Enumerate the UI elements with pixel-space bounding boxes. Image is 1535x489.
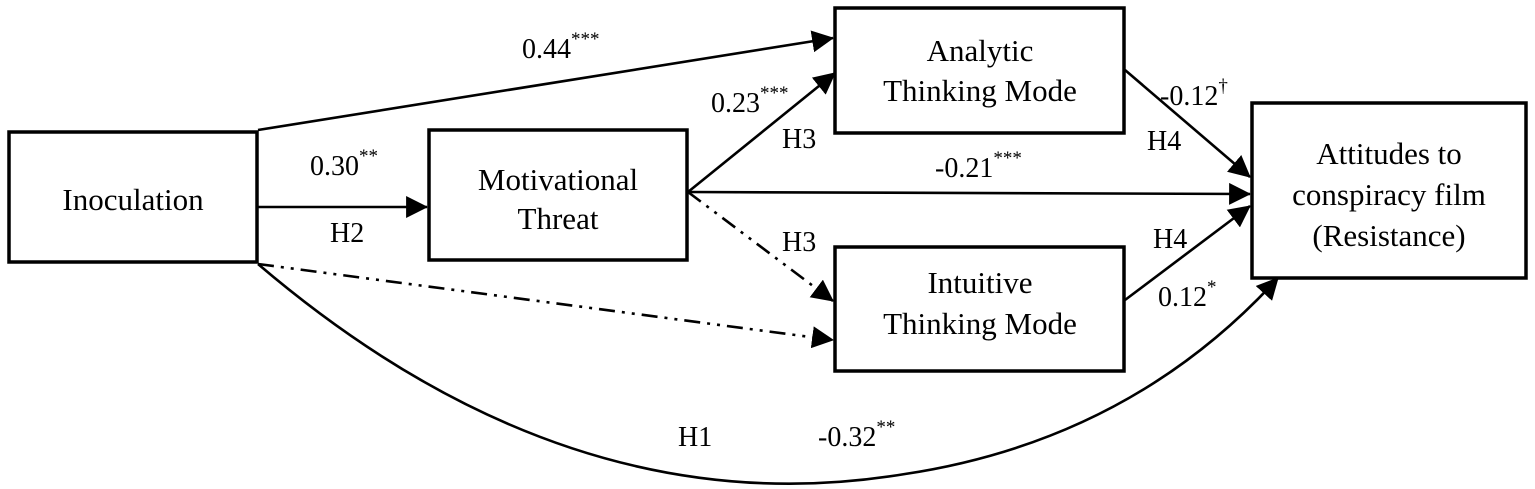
edge-inoculation-to-intuitive <box>257 262 835 349</box>
node-inoculation: Inoculation <box>7 130 259 264</box>
edges <box>257 30 1279 485</box>
node-motivational-threat-line1: Motivational <box>478 162 638 197</box>
coef-threat-analytic: 0.23*** <box>711 83 789 119</box>
node-intuitive-line2: Thinking Mode <box>883 306 1077 341</box>
node-motivational-threat-line2: Threat <box>518 201 599 236</box>
node-inoculation-label: Inoculation <box>62 182 204 217</box>
edge-inoculation-to-analytic <box>257 30 835 132</box>
node-analytic-thinking: Analytic Thinking Mode <box>833 6 1126 135</box>
node-attitudes: Attitudes to conspiracy film (Resistance… <box>1250 101 1528 280</box>
edge-analytic-to-attitudes <box>1124 69 1251 178</box>
coef-intuitive-attitudes: 0.12* <box>1158 277 1217 313</box>
hyp-analytic-attitudes: H4 <box>1147 126 1181 157</box>
edge-intuitive-to-attitudes <box>1124 204 1251 302</box>
hyp-inoc-attitudes: H1 <box>678 422 712 453</box>
coef-inoc-analytic: 0.44*** <box>522 29 600 65</box>
node-motivational-threat: Motivational Threat <box>427 128 689 262</box>
hyp-threat-analytic: H3 <box>782 124 816 155</box>
coef-analytic-attitudes: -0.12† <box>1160 76 1228 112</box>
node-analytic-line2: Thinking Mode <box>883 73 1077 108</box>
hyp-threat-intuitive: H3 <box>782 227 816 258</box>
node-intuitive-thinking: Intuitive Thinking Mode <box>833 245 1126 373</box>
coef-inoc-attitudes: -0.32** <box>818 417 895 453</box>
edge-threat-to-attitudes <box>687 182 1252 205</box>
coef-inoc-threat: 0.30** <box>310 146 378 182</box>
hyp-inoc-threat: H2 <box>330 218 364 249</box>
node-intuitive-line1: Intuitive <box>927 265 1032 300</box>
coefficient-labels: 0.44*** 0.30** H2 0.23*** H3 -0.21*** H3… <box>310 29 1228 453</box>
coef-threat-attitudes: -0.21*** <box>935 148 1022 184</box>
node-attitudes-line2: conspiracy film <box>1292 177 1486 212</box>
edge-threat-to-intuitive <box>687 190 834 303</box>
node-attitudes-line1: Attitudes to <box>1316 136 1462 171</box>
edge-inoculation-to-attitudes <box>257 263 1279 485</box>
edge-threat-to-analytic <box>687 71 836 194</box>
node-attitudes-line3: (Resistance) <box>1312 218 1465 253</box>
hyp-intuitive-attitudes: H4 <box>1153 224 1187 255</box>
node-analytic-line1: Analytic <box>927 33 1034 68</box>
